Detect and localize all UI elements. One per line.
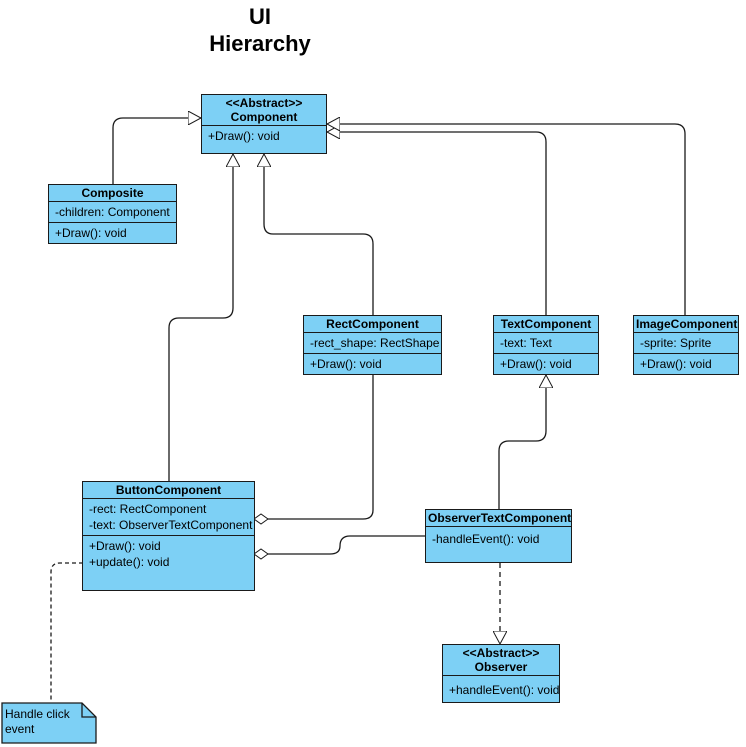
class-method: +handleEvent(): void [449, 683, 560, 697]
class-attribute: -rect_shape: RectShape [310, 336, 440, 350]
class-attribute: -rect: RectComponent [89, 502, 207, 516]
class-header: RectComponent [304, 316, 441, 333]
class-method: +Draw(): void [640, 357, 712, 371]
class-header: Composite [49, 185, 176, 202]
class-header: <<Abstract>> Component [202, 95, 326, 126]
class-method: +Draw(): void [310, 357, 382, 371]
edge-note-anchor [50, 562, 83, 703]
class-methods: +Draw(): void [49, 223, 176, 243]
class-attribute: -sprite: Sprite [640, 336, 712, 350]
note-text: Handle click event [5, 707, 70, 736]
edge-image-component [327, 124, 686, 316]
edge-observertext-aggregation [253, 535, 425, 560]
class-composite[interactable]: Composite -children: Component +Draw(): … [48, 184, 177, 244]
class-attributes: -children: Component [49, 202, 176, 223]
note-fold [81, 703, 96, 718]
class-methods: +Draw(): void [634, 354, 738, 374]
edge-composite-component [112, 118, 201, 185]
class-attributes: -rect: RectComponent -text: ObserverText… [83, 499, 254, 536]
class-method: +Draw(): void [500, 357, 572, 371]
class-text-component[interactable]: TextComponent -text: Text +Draw(): void [493, 315, 599, 375]
class-button-component[interactable]: ButtonComponent -rect: RectComponent -te… [82, 481, 255, 591]
edge-rect-aggregation [253, 375, 374, 525]
class-header: ImageComponent [634, 316, 738, 333]
class-header: <<Abstract>> Observer [443, 645, 559, 676]
class-attributes: -text: Text [494, 333, 598, 354]
edge-button-component [168, 154, 233, 482]
class-header: ObserverTextComponent [426, 510, 571, 527]
diagram-title-line-2: Hierarchy [209, 31, 311, 56]
class-attributes: -sprite: Sprite [634, 333, 738, 354]
class-methods: +Draw(): void [202, 126, 326, 146]
class-method: +Draw(): void [208, 129, 280, 143]
class-name: ButtonComponent [115, 483, 222, 497]
class-methods: +Draw(): void [304, 354, 441, 374]
class-methods: +Draw(): void +update(): void [83, 536, 254, 572]
class-method: +update(): void [89, 555, 170, 569]
diagram-title: UI Hierarchy [190, 3, 330, 57]
class-name: ObserverTextComponent [428, 511, 572, 525]
class-header: TextComponent [494, 316, 598, 333]
class-component[interactable]: <<Abstract>> Component +Draw(): void [201, 94, 327, 154]
class-attribute: -text: Text [500, 336, 552, 350]
class-name: Component [230, 110, 298, 124]
class-stereotype: <<Abstract>> [462, 646, 540, 660]
class-name: TextComponent [500, 317, 592, 331]
class-methods: +handleEvent(): void [443, 676, 559, 700]
class-method: +Draw(): void [55, 226, 127, 240]
edge-observertext-text [498, 375, 546, 510]
edge-text-component [327, 132, 547, 316]
class-attribute: -text: ObserverTextComponent [89, 518, 253, 532]
class-observer[interactable]: <<Abstract>> Observer +handleEvent(): vo… [442, 644, 560, 703]
class-rect-component[interactable]: RectComponent -rect_shape: RectShape +Dr… [303, 315, 442, 375]
class-observer-text-component[interactable]: ObserverTextComponent -handleEvent(): vo… [425, 509, 572, 563]
class-methods: +Draw(): void [494, 354, 598, 374]
class-name: RectComponent [326, 317, 419, 331]
edge-rect-component [264, 154, 374, 316]
note-shape [1, 702, 97, 744]
class-header: ButtonComponent [83, 482, 254, 499]
class-attributes: -rect_shape: RectShape [304, 333, 441, 354]
class-name: Composite [81, 186, 144, 200]
class-method: -handleEvent(): void [432, 532, 540, 546]
class-name: Observer [474, 660, 528, 674]
class-stereotype: <<Abstract>> [225, 96, 303, 110]
class-image-component[interactable]: ImageComponent -sprite: Sprite +Draw(): … [633, 315, 739, 375]
class-method: +Draw(): void [89, 539, 161, 553]
class-attribute: -children: Component [55, 205, 170, 219]
class-name: ImageComponent [636, 317, 738, 331]
class-methods: -handleEvent(): void [426, 527, 571, 549]
diagram-title-line-1: UI [249, 4, 271, 29]
